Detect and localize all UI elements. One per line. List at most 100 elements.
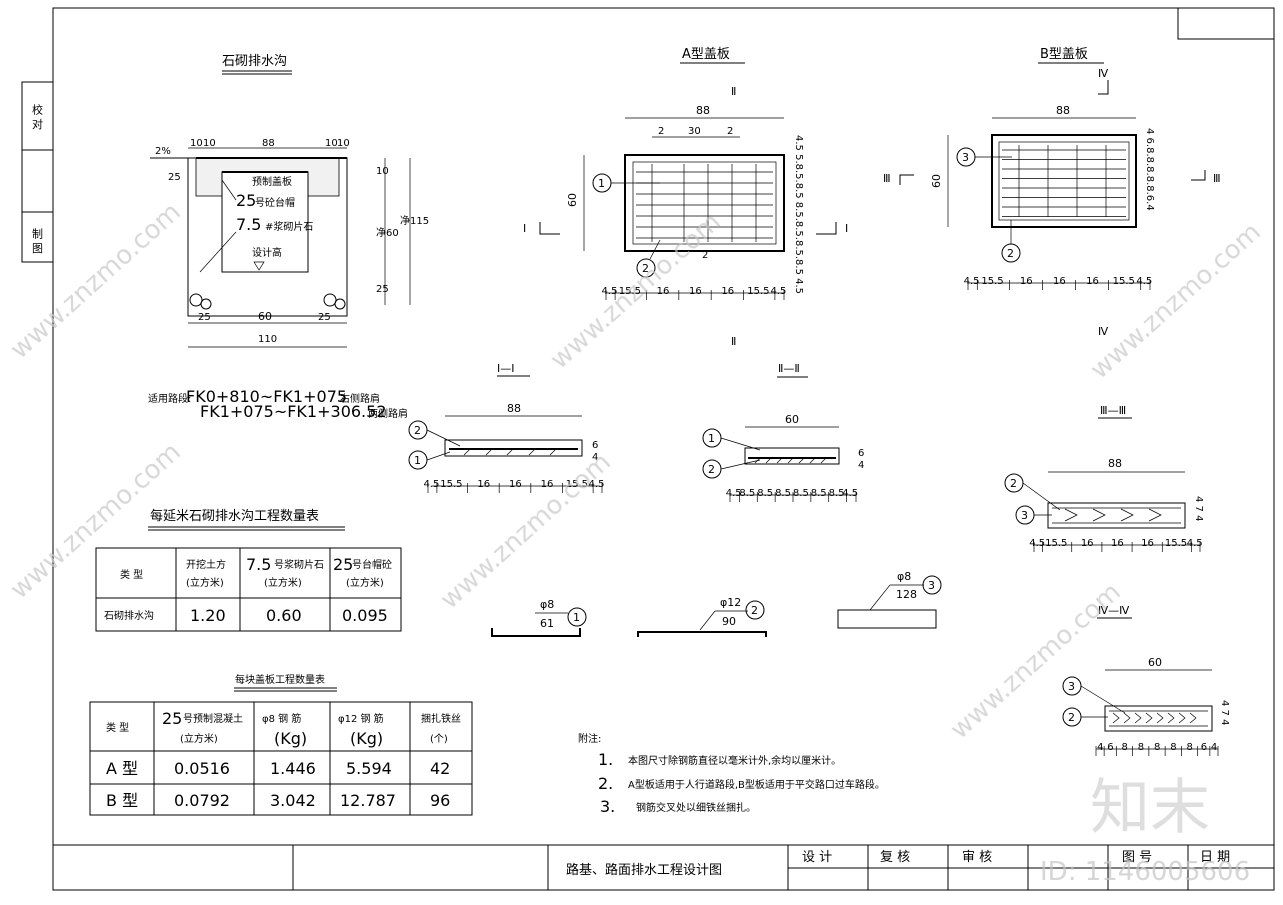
ditch-dim-110: 110: [258, 334, 277, 345]
plate-a-bottom-dim-3: 16: [689, 286, 702, 297]
plate-a-sec1-right: Ⅰ: [845, 222, 848, 235]
plate-a-sec2-bot: Ⅱ: [731, 335, 736, 348]
bar3-no: 3: [928, 579, 935, 592]
tb-design: 设 计: [802, 850, 832, 865]
sec4-title: Ⅳ—Ⅳ: [1098, 604, 1130, 617]
sec2-bar-1: [765, 457, 772, 464]
t2-row-b: B 型 0.0792 3.042 12.787 96: [106, 791, 450, 810]
plate-b-bottom-dim-6: 4.5: [1136, 276, 1152, 287]
t1-h1b: (立方米): [186, 576, 224, 589]
ditch-conc-num: 25: [236, 191, 256, 210]
sec3-bar-3: [1148, 508, 1162, 522]
sec4-w: 60: [1148, 656, 1162, 669]
sec3-bottom-dim-5: 15.5: [1165, 538, 1187, 549]
bar2-no: 2: [751, 604, 758, 617]
bar3-dia: φ8: [897, 570, 911, 583]
bar2-dia: φ12: [720, 596, 741, 609]
ditch-title: 石砌排水沟: [222, 54, 287, 69]
sec1-callout-2-no: 2: [414, 424, 421, 437]
plate-a-bottom-dim-6: 4.5: [770, 286, 786, 297]
ditch-dim-25v: 25: [376, 284, 389, 295]
t1-h2a: 7.5: [246, 555, 271, 574]
sec1-bottom-dim-2: 16: [477, 479, 490, 490]
plate-b-rebar-grid: [1002, 145, 1126, 217]
sec1-bottom-dim-4: 16: [541, 479, 554, 490]
title-block: 路基、路面排水工程设计图 设 计 复 核 审 核 图 号 日 期: [566, 850, 1230, 878]
sec4-bar-7: [1189, 712, 1197, 724]
bar1-no: 1: [573, 611, 580, 624]
plate-a-w: 88: [696, 104, 710, 117]
sec1-bar-3: [528, 448, 536, 456]
drawing-title: 路基、路面排水工程设计图: [566, 862, 722, 878]
sec1-bar-0: [463, 448, 471, 456]
sec2-callout-2-no: 2: [708, 463, 715, 476]
side-strip: 校 对 制 图: [21, 81, 54, 263]
note2-no: 2.: [598, 774, 613, 793]
tb-audit: 审 核: [962, 850, 992, 865]
plate-a-sec2-top: Ⅱ: [731, 85, 736, 98]
sec1-bar-1: [485, 448, 493, 456]
bar3-len: 128: [896, 588, 917, 601]
ditch-dim-115: 净115: [400, 214, 429, 227]
sec4-bar-4: [1156, 712, 1164, 724]
watermark-site-6: www.znzmo.com: [945, 577, 1127, 745]
sec2-bottom-dim-4: 8.5: [793, 488, 809, 499]
ditch-dim-10v: 10: [376, 166, 389, 177]
plate-a-title: A型盖板: [682, 47, 730, 62]
ditch-cover-label: 预制盖板: [252, 175, 292, 188]
notes-title: 附注:: [578, 732, 601, 745]
sec3-callout-3-no: 3: [1021, 509, 1028, 522]
plate-b-callout-2-no: 2: [1007, 247, 1014, 260]
watermark-brand: 知末: [1090, 773, 1210, 843]
sec1-bar-2: [506, 448, 514, 456]
sec3-bottom-dim-3: 16: [1111, 538, 1124, 549]
ditch-dim-b60: 60: [258, 310, 272, 323]
sec4-bar-1: [1123, 712, 1131, 724]
ditch-dim-10b: 10: [203, 138, 216, 149]
ditch-stone-label: #浆砌片石: [265, 220, 313, 233]
sec1-callout-1-no: 1: [414, 454, 421, 467]
sec3-title: Ⅲ—Ⅲ: [1100, 404, 1126, 417]
sec2-bottom-dim-2: 8.5: [757, 488, 773, 499]
bar-1: φ8 61 1: [491, 598, 587, 637]
bar1-len: 61: [540, 617, 554, 630]
plate-a-bottom-dim-2: 16: [657, 286, 670, 297]
t2-h1b: (立方米): [180, 732, 218, 745]
bar-2: φ12 90 2: [637, 596, 767, 637]
sec4-callout-2-no: 2: [1068, 711, 1075, 724]
sec2-title: Ⅱ—Ⅱ: [778, 362, 800, 375]
sec2-bottom-dim-6: 8.5: [829, 488, 845, 499]
watermark-site-1: www.znzmo.com: [5, 197, 187, 365]
apply-range-1: FK0+810~FK1+075: [186, 387, 347, 406]
t1-r1: 1.20: [190, 606, 226, 625]
plate-b-sec4-bot: Ⅳ: [1098, 325, 1109, 338]
sec3-bottom-dim-1: 15.5: [1045, 538, 1067, 549]
table1-title: 每延米石砌排水沟工程数量表: [150, 508, 319, 524]
t2-row-b-type: B 型: [106, 791, 138, 810]
t2-row-b-c2: 3.042: [270, 791, 316, 810]
t1-r0: 石砌排水沟: [104, 609, 154, 622]
sec3-bottom-dim-0: 4.5: [1029, 538, 1045, 549]
sec4-bottom-dim-0: 4: [1097, 742, 1103, 753]
table-1: 每延米石砌排水沟工程数量表 类 型 开挖土方 (立方米) 7.5 号浆砌片石 (…: [95, 508, 402, 632]
sec4-bottom-dim-7: 6: [1201, 742, 1207, 753]
t1-r3: 0.095: [342, 606, 388, 625]
sec4-bar-6: [1178, 712, 1186, 724]
sec3-bar-2: [1120, 508, 1134, 522]
plate-a-sec1-left: Ⅰ: [523, 222, 526, 235]
ditch-conc-label: 号砼台帽: [255, 196, 295, 209]
sec1-v1: 6: [592, 440, 598, 451]
sec1-v2: 4: [592, 452, 598, 463]
sec4-bar-0: [1112, 712, 1120, 724]
sec4-bar-5: [1167, 712, 1175, 724]
sec1-bottom-dim-3: 16: [509, 479, 522, 490]
sec4-bottom-dim-5: 8: [1170, 742, 1176, 753]
sec2-bottom-dim-7: 4.5: [842, 488, 858, 499]
